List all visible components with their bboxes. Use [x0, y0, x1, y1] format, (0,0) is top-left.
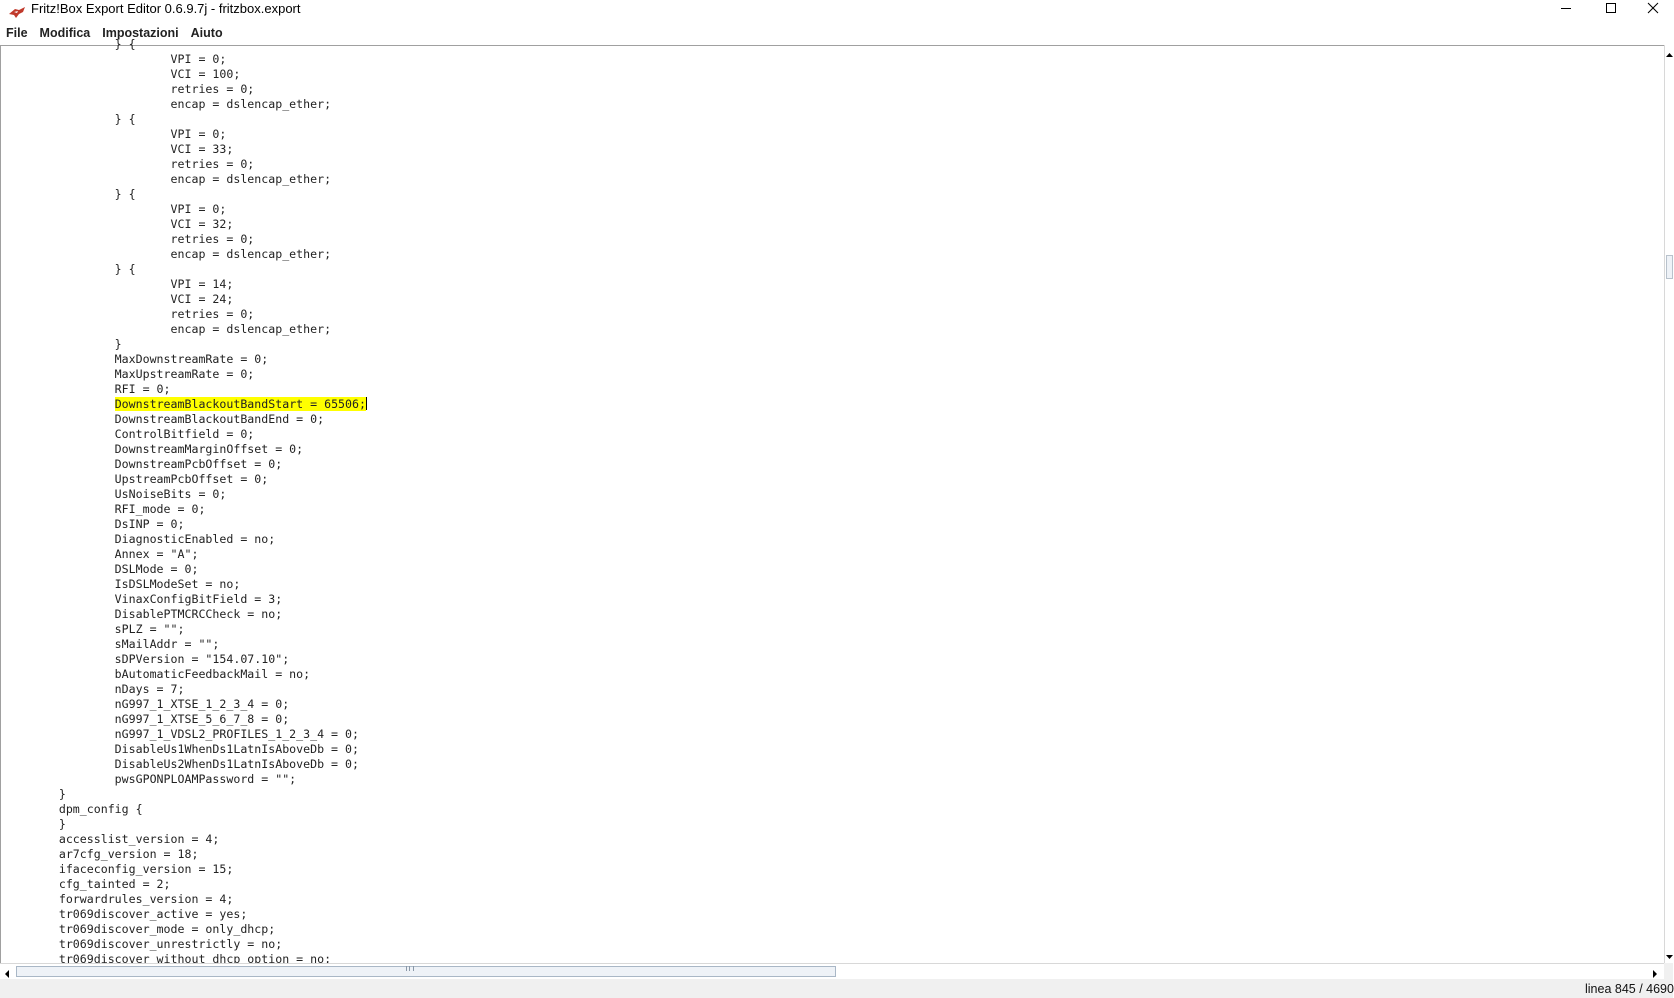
code-line[interactable]: RFI = 0;: [3, 382, 171, 396]
code-line[interactable]: bAutomaticFeedbackMail = no;: [3, 667, 311, 681]
status-bar: linea 845 / 4690: [0, 979, 1674, 998]
scrollbar-corner: [1664, 963, 1673, 979]
code-line[interactable]: retries = 0;: [3, 157, 255, 171]
code-line[interactable]: nDays = 7;: [3, 682, 185, 696]
editor-content[interactable]: } { VPI = 0; VCI = 100; retries = 0; enc…: [3, 37, 367, 967]
code-line[interactable]: } {: [3, 187, 136, 201]
line-position-status: linea 845 / 4690: [1585, 982, 1674, 996]
menu-impostazioni[interactable]: Impostazioni: [102, 26, 179, 40]
code-line[interactable]: tr069discover_mode = only_dhcp;: [3, 922, 276, 936]
code-line[interactable]: sPLZ = "";: [3, 622, 185, 636]
minimize-button[interactable]: [1543, 0, 1589, 16]
close-icon: [1647, 2, 1659, 14]
code-line[interactable]: forwardrules_version = 4;: [3, 892, 234, 906]
code-line[interactable]: nG997_1_VDSL2_PROFILES_1_2_3_4 = 0;: [3, 727, 359, 741]
minimize-icon: [1561, 8, 1571, 9]
code-line[interactable]: dpm_config {: [3, 802, 143, 816]
text-editor[interactable]: } { VPI = 0; VCI = 100; retries = 0; enc…: [0, 37, 1664, 966]
scroll-grip-icon: [406, 966, 414, 971]
scroll-right-arrow-icon[interactable]: [1650, 966, 1660, 978]
code-line[interactable]: DisableUs1WhenDs1LatnIsAboveDb = 0;: [3, 742, 359, 756]
code-line[interactable]: DisablePTMCRCCheck = no;: [3, 607, 283, 621]
code-line[interactable]: ar7cfg_version = 18;: [3, 847, 199, 861]
code-line[interactable]: accesslist_version = 4;: [3, 832, 220, 846]
maximize-button[interactable]: [1588, 0, 1634, 16]
horizontal-scrollbar[interactable]: [0, 963, 1664, 979]
code-line[interactable]: DSLMode = 0;: [3, 562, 199, 576]
code-line[interactable]: DownstreamPcbOffset = 0;: [3, 457, 283, 471]
menu-modifica[interactable]: Modifica: [39, 26, 91, 40]
code-line[interactable]: }: [3, 817, 66, 831]
scroll-down-arrow-icon[interactable]: [1665, 949, 1674, 959]
menu-bar: File Modifica Impostazioni Aiuto: [0, 22, 1673, 44]
code-line[interactable]: ifaceconfig_version = 15;: [3, 862, 234, 876]
code-line[interactable]: DownstreamMarginOffset = 0;: [3, 442, 304, 456]
code-line[interactable]: } {: [3, 262, 136, 276]
code-line[interactable]: MaxUpstreamRate = 0;: [3, 367, 255, 381]
close-button[interactable]: [1633, 0, 1673, 16]
code-line[interactable]: retries = 0;: [3, 232, 255, 246]
code-line[interactable]: sDPVersion = "154.07.10";: [3, 652, 290, 666]
code-line[interactable]: VCI = 32;: [3, 217, 234, 231]
menu-aiuto[interactable]: Aiuto: [190, 26, 223, 40]
code-line[interactable]: encap = dslencap_ether;: [3, 247, 332, 261]
code-line[interactable]: MaxDownstreamRate = 0;: [3, 352, 269, 366]
code-line[interactable]: UpstreamPcbOffset = 0;: [3, 472, 269, 486]
code-line[interactable]: ControlBitfield = 0;: [3, 427, 255, 441]
code-line[interactable]: Annex = "A";: [3, 547, 199, 561]
code-line[interactable]: pwsGPONPLOAMPassword = "";: [3, 772, 297, 786]
horizontal-scroll-thumb[interactable]: [16, 966, 836, 977]
code-line[interactable]: VPI = 14;: [3, 277, 234, 291]
code-line[interactable]: UsNoiseBits = 0;: [3, 487, 227, 501]
maximize-icon: [1606, 3, 1616, 13]
code-line[interactable]: DisableUs2WhenDs1LatnIsAboveDb = 0;: [3, 757, 359, 771]
code-line[interactable]: tr069discover_unrestrictly = no;: [3, 937, 283, 951]
fritz-app-icon: [8, 6, 26, 20]
code-line[interactable]: cfg_tainted = 2;: [3, 877, 171, 891]
scroll-left-arrow-icon[interactable]: [2, 966, 12, 978]
code-line[interactable]: VCI = 33;: [3, 142, 234, 156]
code-line[interactable]: VPI = 0;: [3, 52, 227, 66]
window-title: Fritz!Box Export Editor 0.6.9.7j - fritz…: [31, 1, 301, 16]
text-caret: [365, 397, 367, 410]
code-line[interactable]: VPI = 0;: [3, 202, 227, 216]
code-line[interactable]: VPI = 0;: [3, 127, 227, 141]
code-line[interactable]: } {: [3, 112, 136, 126]
code-line[interactable]: VinaxConfigBitField = 3;: [3, 592, 283, 606]
code-line[interactable]: encap = dslencap_ether;: [3, 97, 332, 111]
code-line[interactable]: VCI = 24;: [3, 292, 234, 306]
vertical-scroll-thumb[interactable]: [1666, 255, 1673, 279]
code-line[interactable]: DownstreamBlackoutBandEnd = 0;: [3, 412, 325, 426]
code-line[interactable]: DsINP = 0;: [3, 517, 185, 531]
code-line[interactable]: nG997_1_XTSE_5_6_7_8 = 0;: [3, 712, 290, 726]
code-line[interactable]: RFI_mode = 0;: [3, 502, 206, 516]
code-line[interactable]: }: [3, 337, 122, 351]
code-line[interactable]: tr069discover_without_dhcp_option = no;: [3, 952, 332, 966]
highlighted-code-line[interactable]: DownstreamBlackoutBandStart = 65506;: [3, 397, 367, 412]
selection-highlight: DownstreamBlackoutBandStart = 65506;: [114, 397, 366, 411]
code-line[interactable]: encap = dslencap_ether;: [3, 172, 332, 186]
code-line[interactable]: IsDSLModeSet = no;: [3, 577, 241, 591]
code-line[interactable]: } {: [3, 37, 136, 51]
menu-file[interactable]: File: [6, 26, 28, 40]
scroll-up-arrow-icon[interactable]: [1665, 47, 1674, 57]
vertical-scrollbar[interactable]: [1664, 45, 1674, 963]
code-line[interactable]: encap = dslencap_ether;: [3, 322, 332, 336]
code-line[interactable]: nG997_1_XTSE_1_2_3_4 = 0;: [3, 697, 290, 711]
code-line[interactable]: DiagnosticEnabled = no;: [3, 532, 276, 546]
code-line[interactable]: sMailAddr = "";: [3, 637, 220, 651]
code-line[interactable]: }: [3, 787, 66, 801]
code-line[interactable]: tr069discover_active = yes;: [3, 907, 248, 921]
code-line[interactable]: retries = 0;: [3, 82, 255, 96]
code-line[interactable]: VCI = 100;: [3, 67, 241, 81]
code-line[interactable]: retries = 0;: [3, 307, 255, 321]
